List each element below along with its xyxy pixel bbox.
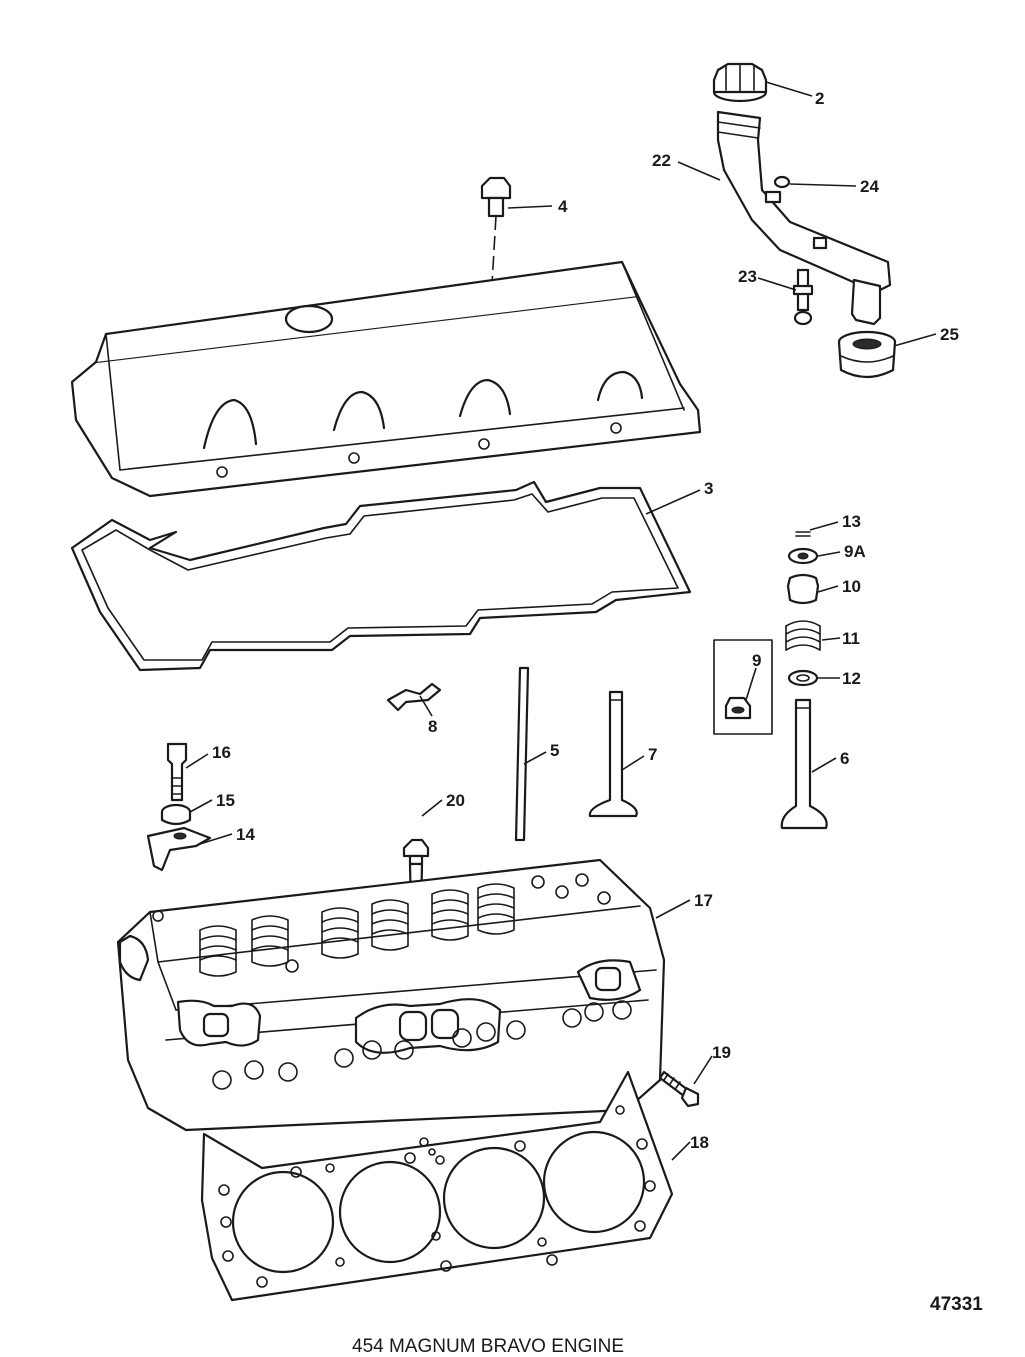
valve-spring	[785, 620, 821, 651]
tube-nut	[773, 175, 791, 189]
head-gasket-holes	[218, 1105, 656, 1288]
callout-20: 20	[446, 791, 465, 810]
cylinder-head-valve-springs	[199, 883, 515, 977]
callout-labels: 2 22 24 4 23 25 3 13 9A 10 11 12 9 8 16 …	[212, 89, 959, 1152]
callout-23: 23	[738, 267, 757, 286]
oil-filler-tube	[716, 110, 892, 326]
leader-lines	[185, 81, 937, 1161]
callout-14: 14	[236, 825, 255, 844]
callout-15: 15	[216, 791, 235, 810]
callout-19: 19	[712, 1043, 731, 1062]
tube-stud	[792, 268, 814, 326]
gasket-clip	[386, 682, 442, 712]
grommet	[837, 330, 897, 379]
oil-filler-cap	[712, 62, 768, 103]
callout-25: 25	[940, 325, 959, 344]
valve-shield	[786, 573, 820, 605]
callout-9: 9	[752, 651, 761, 670]
callout-3: 3	[704, 479, 713, 498]
diagram-caption: 454 MAGNUM BRAVO ENGINE	[352, 1336, 624, 1357]
callout-5: 5	[550, 741, 559, 760]
callout-2: 2	[815, 89, 824, 108]
callout-18: 18	[690, 1133, 709, 1152]
rocker-ball	[160, 803, 192, 826]
callout-24: 24	[860, 177, 879, 196]
valve-keepers	[795, 531, 811, 537]
callout-4: 4	[558, 197, 568, 216]
rocker-arm	[146, 826, 212, 872]
callout-8: 8	[428, 717, 437, 736]
callout-7: 7	[648, 745, 657, 764]
callout-9a: 9A	[844, 542, 866, 561]
callout-17: 17	[694, 891, 713, 910]
head-gasket	[200, 1070, 674, 1302]
intake-valve	[588, 690, 638, 818]
rocker-stud	[166, 742, 188, 802]
valve-cap	[787, 547, 819, 565]
valve-seal-box	[713, 639, 773, 735]
manifold-bolt	[658, 1070, 700, 1108]
callout-11: 11	[842, 629, 860, 648]
callout-6: 6	[840, 749, 849, 768]
callout-16: 16	[212, 743, 231, 762]
rocker-cover-gasket	[70, 480, 692, 672]
rocker-cover	[70, 260, 702, 498]
callout-22: 22	[652, 151, 671, 170]
spring-washer	[787, 669, 819, 687]
figure-number: 47331	[930, 1294, 983, 1315]
pushrod	[514, 666, 530, 842]
cylinder-head-bolt-bosses	[152, 873, 632, 1090]
cylinder-head	[116, 858, 666, 1132]
exhaust-valve	[780, 698, 828, 830]
callout-10: 10	[842, 577, 861, 596]
callout-13: 13	[842, 512, 861, 531]
callout-12: 12	[842, 669, 861, 688]
